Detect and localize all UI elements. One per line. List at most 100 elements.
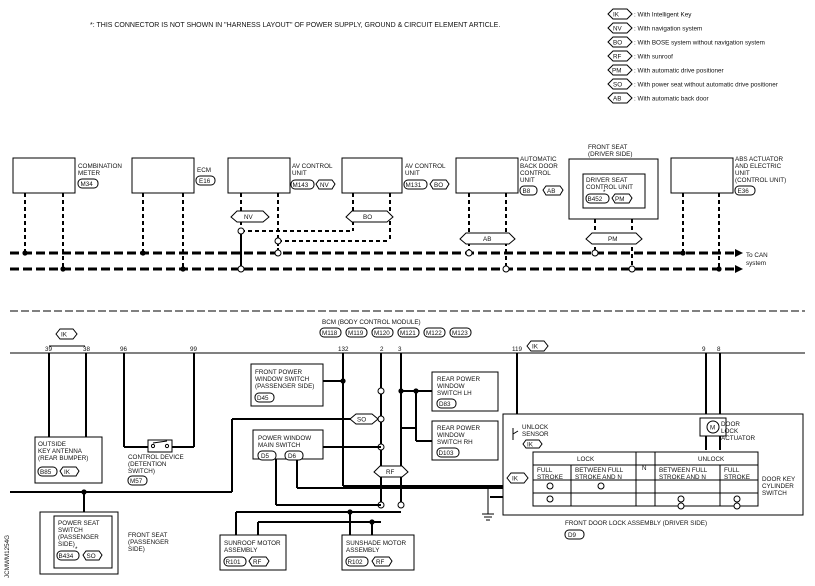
power-window-main-switch: POWER WINDOW MAIN SWITCH D5 D6 — [252, 429, 324, 461]
svg-text:M123: M123 — [452, 330, 468, 337]
svg-text:R102: R102 — [348, 559, 364, 566]
svg-text:8: 8 — [717, 346, 721, 353]
svg-text:*: * — [603, 189, 606, 196]
svg-text:SWITCH: SWITCH — [762, 490, 787, 497]
legend-text: : With BOSE system without navigation sy… — [634, 40, 765, 47]
svg-text:BETWEEN FULL: BETWEEN FULL — [575, 467, 624, 474]
svg-text:AB: AB — [483, 236, 491, 243]
pm-tag — [585, 232, 643, 245]
svg-text:NV: NV — [320, 182, 330, 189]
svg-text:PM: PM — [615, 196, 624, 203]
svg-text:96: 96 — [120, 346, 128, 353]
legend-text: : With navigation system — [634, 26, 702, 33]
bcm-wiring: RF — [10, 353, 721, 535]
svg-text:STROKE: STROKE — [724, 474, 750, 481]
svg-text:WINDOW SWITCH: WINDOW SWITCH — [255, 376, 310, 383]
svg-text:SWITCH RH: SWITCH RH — [437, 439, 473, 446]
svg-text:*: * — [75, 546, 78, 553]
svg-text:DOOR KEY: DOOR KEY — [762, 476, 796, 483]
legend-rf: RF : With sunroof — [607, 50, 673, 62]
svg-text:M120: M120 — [374, 330, 390, 337]
bcm-title: BCM (BODY CONTROL MODULE) — [322, 319, 421, 326]
svg-text:FULL: FULL — [537, 467, 553, 474]
svg-text:D83: D83 — [439, 401, 451, 408]
svg-text:UNIT: UNIT — [520, 177, 535, 184]
svg-text:38: 38 — [83, 346, 91, 353]
can-label-2: system — [746, 260, 766, 267]
svg-text:KEY ANTENNA: KEY ANTENNA — [38, 448, 83, 455]
legend-text: : With power seat without automatic driv… — [634, 82, 778, 89]
abs-actuator-unit: ABS ACTUATOR AND ELECTRIC UNIT (CONTROL … — [670, 156, 786, 272]
svg-text:2: 2 — [380, 346, 384, 353]
ecm: ECM E16 — [131, 157, 216, 272]
svg-text:DRIVER SEAT: DRIVER SEAT — [586, 177, 628, 184]
sunroof-motor-assembly: SUNROOF MOTOR ASSEMBLY R101 RF — [219, 534, 287, 571]
svg-text:E16: E16 — [199, 178, 211, 185]
legend-bo: BO : With BOSE system without navigation… — [607, 36, 765, 48]
svg-text:COMBINATION: COMBINATION — [78, 163, 122, 170]
svg-text:NV: NV — [244, 214, 254, 221]
svg-text:D9: D9 — [568, 532, 577, 539]
legend-text: : With automatic back door — [634, 96, 709, 103]
svg-text:SWITCH LH: SWITCH LH — [437, 390, 472, 397]
svg-text:POWER WINDOW: POWER WINDOW — [258, 435, 311, 442]
av-control-unit-nv: AV CONTROL UNIT M143 NV — [227, 157, 336, 269]
svg-text:REAR POWER: REAR POWER — [437, 376, 480, 383]
svg-text:CONTROL DEVICE: CONTROL DEVICE — [128, 454, 184, 461]
svg-text:DOOR: DOOR — [721, 421, 740, 428]
svg-text:N: N — [642, 465, 647, 472]
svg-text:B452: B452 — [588, 196, 603, 203]
svg-text:M57: M57 — [130, 478, 143, 485]
svg-text:119: 119 — [512, 346, 523, 353]
svg-text:UNIT: UNIT — [735, 170, 750, 177]
svg-text:STROKE AND N: STROKE AND N — [659, 474, 706, 481]
svg-text:D45: D45 — [257, 395, 269, 402]
svg-text:M122: M122 — [426, 330, 442, 337]
svg-text:STROKE AND N: STROKE AND N — [575, 474, 622, 481]
svg-text:M118: M118 — [322, 330, 338, 337]
svg-text:MAIN SWITCH: MAIN SWITCH — [258, 442, 301, 449]
connector-note: *: THIS CONNECTOR IS NOT SHOWN IN "HARNE… — [90, 22, 500, 29]
can-label: To CAN — [746, 252, 768, 259]
svg-text:POWER SEAT: POWER SEAT — [58, 520, 100, 527]
legend-pm: PM : With automatic drive positioner — [607, 64, 724, 76]
svg-text:M131: M131 — [406, 182, 422, 189]
svg-text:CYLINDER: CYLINDER — [762, 483, 794, 490]
svg-text:39: 39 — [45, 346, 53, 353]
legend-code: SO — [613, 82, 622, 89]
control-device-detention-switch: CONTROL DEVICE (DETENTION SWITCH) M57 — [127, 439, 184, 486]
ik-tag-119 — [526, 340, 549, 352]
svg-text:ASSEMBLY: ASSEMBLY — [346, 547, 380, 554]
svg-text:CONTROL: CONTROL — [520, 170, 551, 177]
bcm-connectors: M118 M119 M120 M121 M122 M123 — [319, 327, 472, 338]
option-legend: IK : With Intelligent Key NV : With navi… — [607, 8, 778, 104]
svg-text:FRONT SEAT: FRONT SEAT — [588, 144, 627, 151]
svg-text:B8: B8 — [523, 188, 531, 195]
legend-code: NV — [613, 26, 623, 33]
legend-ik: IK : With Intelligent Key — [607, 8, 692, 20]
svg-text:SENSOR: SENSOR — [522, 431, 549, 438]
svg-text:M119: M119 — [348, 330, 364, 337]
legend-code: IK — [613, 12, 620, 19]
svg-text:OUTSIDE: OUTSIDE — [38, 441, 66, 448]
nv-bo-wiring: NV BO — [230, 210, 394, 273]
outside-key-antenna: OUTSIDE KEY ANTENNA (REAR BUMPER) B85 IK — [34, 436, 103, 484]
svg-text:(DETENTION: (DETENTION — [128, 461, 167, 468]
ik-tag-lock — [506, 472, 529, 484]
svg-text:ABS ACTUATOR: ABS ACTUATOR — [735, 156, 784, 163]
svg-text:WINDOW: WINDOW — [437, 432, 465, 439]
svg-text:132: 132 — [338, 346, 349, 353]
legend-text: : With Intelligent Key — [634, 12, 692, 19]
svg-text:SO: SO — [87, 553, 96, 560]
so-tag: SO — [349, 413, 379, 425]
svg-text:BO: BO — [363, 214, 372, 221]
bcm-pin-numbers: 39 38 96 99 132 2 3 119 9 8 — [45, 346, 721, 353]
svg-text:FRONT POWER: FRONT POWER — [255, 369, 303, 376]
svg-text:LOCK: LOCK — [577, 456, 595, 463]
svg-text:M: M — [710, 425, 715, 432]
legend-code: AB — [613, 96, 621, 103]
svg-text:M34: M34 — [81, 181, 94, 188]
svg-text:D103: D103 — [439, 450, 455, 457]
figure-id: JCMWM1254G — [4, 535, 11, 578]
ik-tag-antenna — [55, 328, 78, 340]
